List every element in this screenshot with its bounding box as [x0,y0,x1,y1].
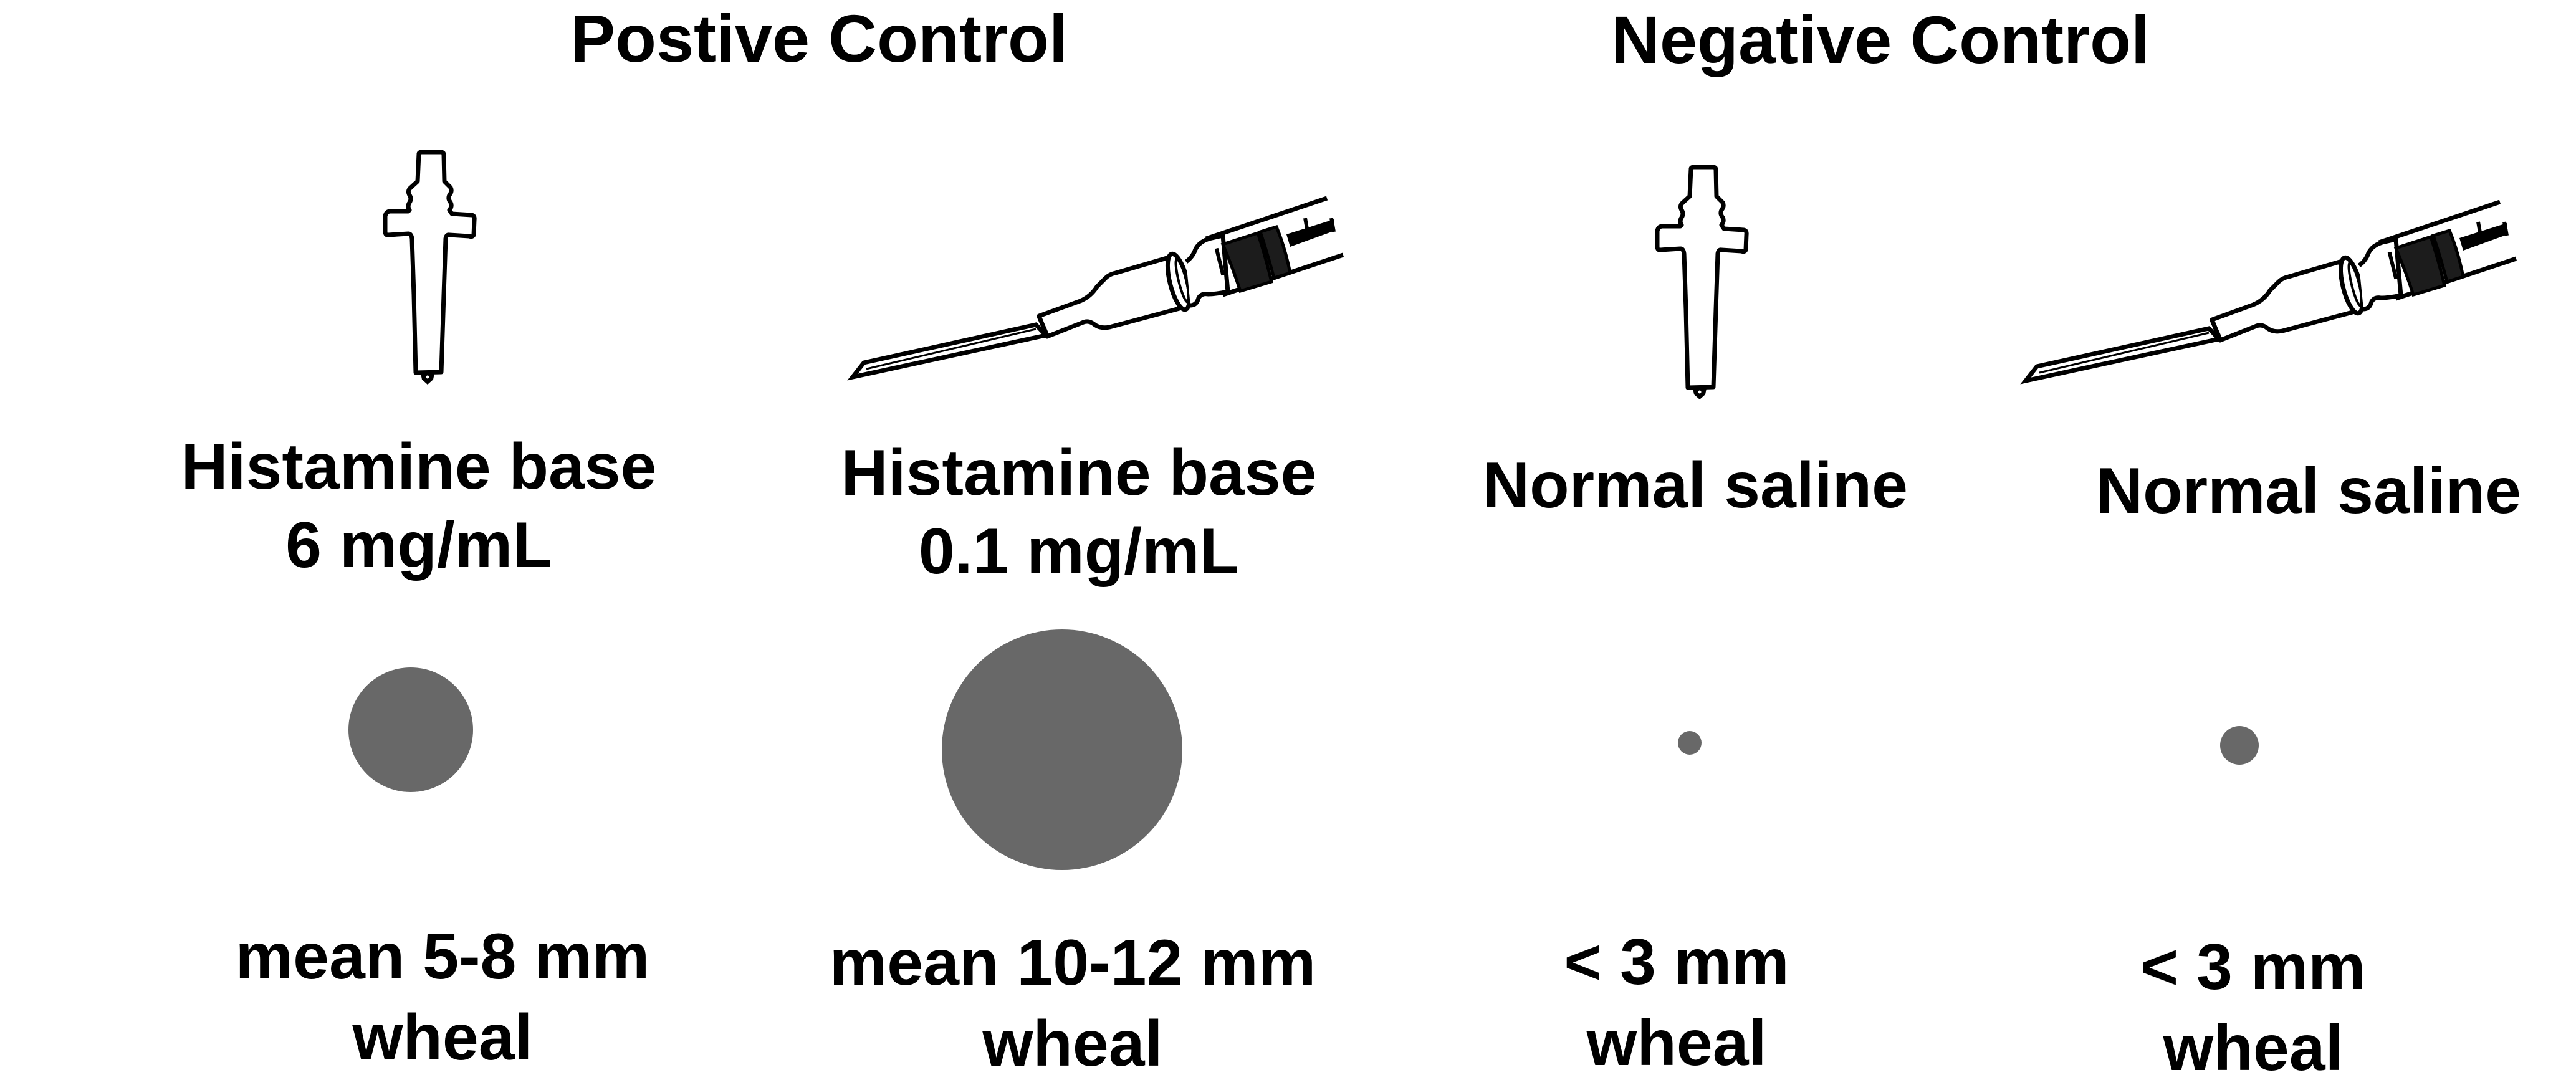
solution-concentration: 0.1 mg/mL [918,515,1240,588]
result-size: < 3 mm [1564,926,1789,998]
skin-prick-lancet-icon [1657,166,1750,403]
solution-name: Histamine base [181,431,657,503]
solution-concentration: 6 mg/mL [285,509,552,581]
result-unit: wheal [352,1002,533,1074]
result-label: < 3 mm wheal [2140,927,2365,1089]
result-size: mean 10-12 mm [829,927,1316,999]
positive-control-heading: Postive Control [570,1,1068,76]
solution-label: Histamine base 0.1 mg/mL [841,434,1317,591]
result-size: < 3 mm [2140,931,2366,1003]
result-unit: wheal [982,1008,1163,1080]
result-label: < 3 mm wheal [1564,922,1789,1084]
result-label: mean 5-8 mm wheal [236,916,650,1078]
intradermal-syringe-icon [841,174,1346,386]
wheal-circle [1678,731,1702,755]
wheal-circle [942,629,1182,870]
result-size: mean 5-8 mm [235,920,650,993]
solution-label: Normal saline [1483,446,1908,525]
solution-name: Histamine base [841,437,1317,509]
result-unit: wheal [2163,1012,2344,1084]
solution-label: Histamine base 6 mg/mL [181,428,657,585]
solution-name: Normal saline [2095,455,2522,527]
skin-prick-lancet-icon [385,151,478,388]
solution-name: Normal saline [1482,449,1908,522]
wheal-circle [348,667,473,792]
result-unit: wheal [1586,1007,1767,1079]
wheal-circle [2220,726,2259,765]
result-label: mean 10-12 mm wheal [830,922,1316,1084]
negative-control-heading: Negative Control [1611,2,2150,77]
solution-label: Normal saline [2096,452,2521,530]
intradermal-syringe-icon [2014,178,2519,390]
